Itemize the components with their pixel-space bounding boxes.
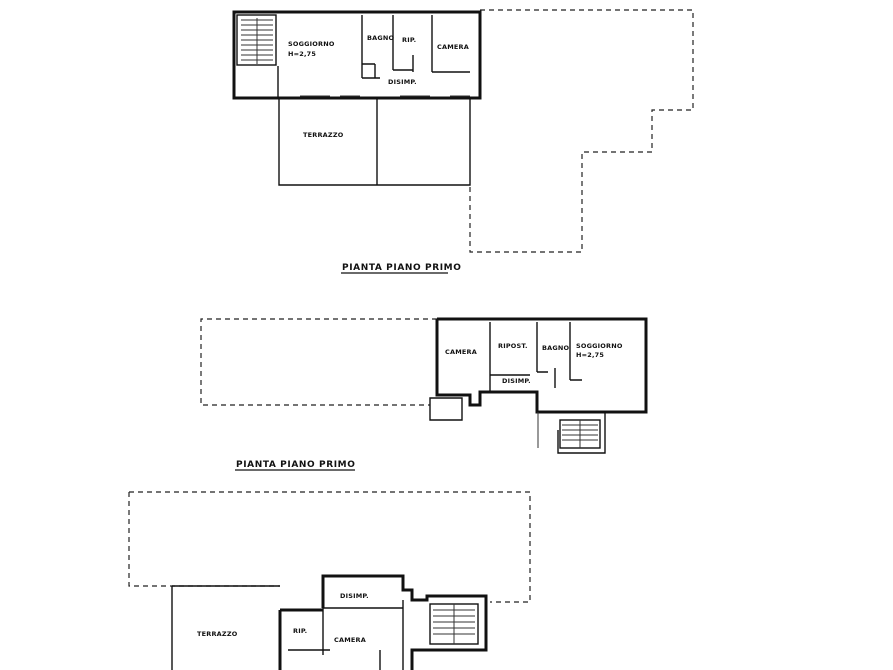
floor-plan-2: CAMERA RIPOST. BAGNO SOGGIORNO H=2,75 DI… [200, 317, 648, 471]
plan-2-room-soggiorno-height: H=2,75 [576, 351, 604, 359]
plan-1-building-walls [232, 10, 482, 100]
plan-3-staircase [429, 603, 479, 645]
plan-2-staircase [537, 411, 606, 454]
plan-2-interior-walls [489, 322, 582, 392]
plan-1-terrace-walls [278, 98, 471, 186]
plan-1-room-disimp: DISIMP. [388, 78, 417, 86]
plan-3-interior-walls [288, 600, 404, 670]
plan-1-room-soggiorno: SOGGIORNO [288, 40, 335, 48]
plan-1-interior-walls [277, 15, 470, 98]
plan-2-bay [429, 397, 463, 421]
plan-1-garden-outline [469, 9, 694, 253]
plan-3-room-rip: RIP. [293, 627, 307, 635]
plan-2-room-soggiorno: SOGGIORNO [576, 342, 623, 350]
plan-1-room-bagno: BAGNO [367, 34, 395, 42]
plan-2-caption: PIANTA PIANO PRIMO [236, 460, 356, 470]
plan-2-building-walls [435, 317, 648, 414]
plan-1-room-soggiorno-height: H=2,75 [288, 50, 316, 58]
plan-3-building-walls [278, 574, 488, 670]
plan-2-room-ripost: RIPOST. [498, 342, 528, 350]
plan-1-room-rip: RIP. [402, 36, 416, 44]
floor-plan-1: SOGGIORNO H=2,75 BAGNO RIP. CAMERA DISIM… [232, 9, 694, 274]
plan-3-terrace-walls [171, 585, 280, 670]
plan-1-room-terrazzo: TERRAZZO [303, 131, 344, 139]
plan-3-garden-outline [128, 491, 531, 603]
plan-2-room-bagno: BAGNO [542, 344, 570, 352]
plan-2-room-camera: CAMERA [445, 348, 477, 356]
plan-1-staircase [236, 14, 277, 66]
floor-plan-3: DISIMP. TERRAZZO RIP. CAMERA [128, 491, 531, 670]
plan-1-room-camera: CAMERA [437, 43, 469, 51]
plan-2-garden-outline [200, 318, 437, 406]
plan-3-room-camera: CAMERA [334, 636, 366, 644]
plan-3-room-disimp: DISIMP. [340, 592, 369, 600]
plan-1-caption: PIANTA PIANO PRIMO [342, 263, 462, 273]
plan-3-room-terrazzo: TERRAZZO [197, 630, 238, 638]
plan-2-room-disimp: DISIMP. [502, 377, 531, 385]
